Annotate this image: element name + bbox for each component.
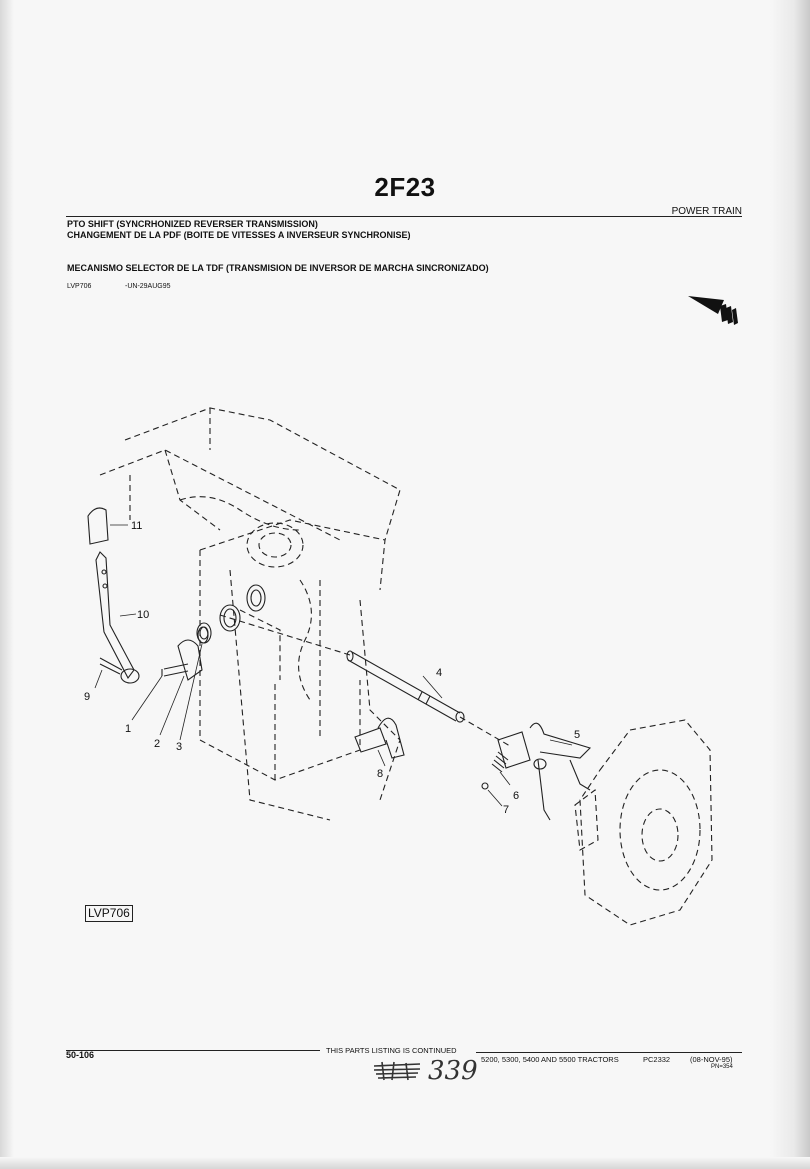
title-french: CHANGEMENT DE LA PDF (BOITE DE VITESSES …	[67, 230, 411, 240]
handwritten-scribble	[373, 1061, 421, 1081]
scan-edge-right	[770, 0, 810, 1169]
pin	[99, 657, 123, 675]
footer-pn: PN=354	[711, 1064, 733, 1070]
footer-continued-note: THIS PARTS LISTING IS CONTINUED	[326, 1046, 457, 1055]
callout-6: 6	[513, 790, 519, 802]
spring	[491, 751, 509, 773]
section-label: POWER TRAIN	[671, 206, 742, 217]
shift-lever	[95, 551, 135, 680]
lever-grip	[87, 507, 109, 545]
footer-page-number: 50-106	[66, 1050, 95, 1060]
callout-1: 1	[125, 723, 131, 735]
shift-arm	[177, 639, 203, 681]
footer-rule-right	[476, 1052, 742, 1053]
callout-10: 10	[137, 609, 149, 621]
callout-9: 9	[84, 691, 90, 703]
header-rule	[66, 216, 742, 217]
washer	[197, 626, 209, 644]
callout-3: 3	[176, 741, 182, 753]
scan-edge-left	[0, 0, 14, 1169]
illustration-box-label: LVP706	[85, 905, 133, 922]
pto-shift-exploded-diagram: 11 10 9 1 2 3 4 5 6 7 8	[84, 407, 713, 926]
shifter-shaft	[354, 717, 405, 759]
footer-catalog-number: PC2332	[643, 1055, 671, 1064]
bearing-assembly	[196, 584, 266, 644]
shift-fork	[497, 722, 592, 821]
rear-cover-plate	[574, 719, 713, 926]
footer-rule-left	[66, 1050, 320, 1051]
footer-date: (08-NOV-95)	[690, 1055, 733, 1064]
footer-models: 5200, 5300, 5400 AND 5500 TRACTORS	[481, 1055, 619, 1064]
illustration-ref: LVP706	[67, 283, 92, 290]
callout-7: 7	[503, 804, 509, 816]
callout-8: 8	[377, 768, 383, 780]
callout-2: 2	[154, 738, 160, 750]
handwritten-page-number: 339	[428, 1056, 478, 1086]
callout-labels: 11 10 9 1 2 3 4 5 6 7 8	[84, 520, 580, 816]
pto-shaft	[346, 650, 465, 723]
title-spanish: MECANISMO SELECTOR DE LA TDF (TRANSMISIO…	[67, 263, 489, 273]
callout-leaders	[94, 524, 573, 807]
transmission-housing	[99, 407, 401, 821]
title-english: PTO SHIFT (SYNCRHONIZED REVERSER TRANSMI…	[67, 219, 318, 229]
scan-edge-bottom	[0, 1157, 810, 1169]
detent-ball	[481, 782, 489, 790]
front-direction-arrow-icon	[688, 296, 738, 325]
page-code: 2F23	[374, 172, 436, 202]
callout-5: 5	[574, 729, 580, 741]
callout-11: 11	[131, 520, 142, 532]
illustration-date: -UN-29AUG95	[125, 283, 171, 290]
callout-4: 4	[436, 667, 442, 679]
